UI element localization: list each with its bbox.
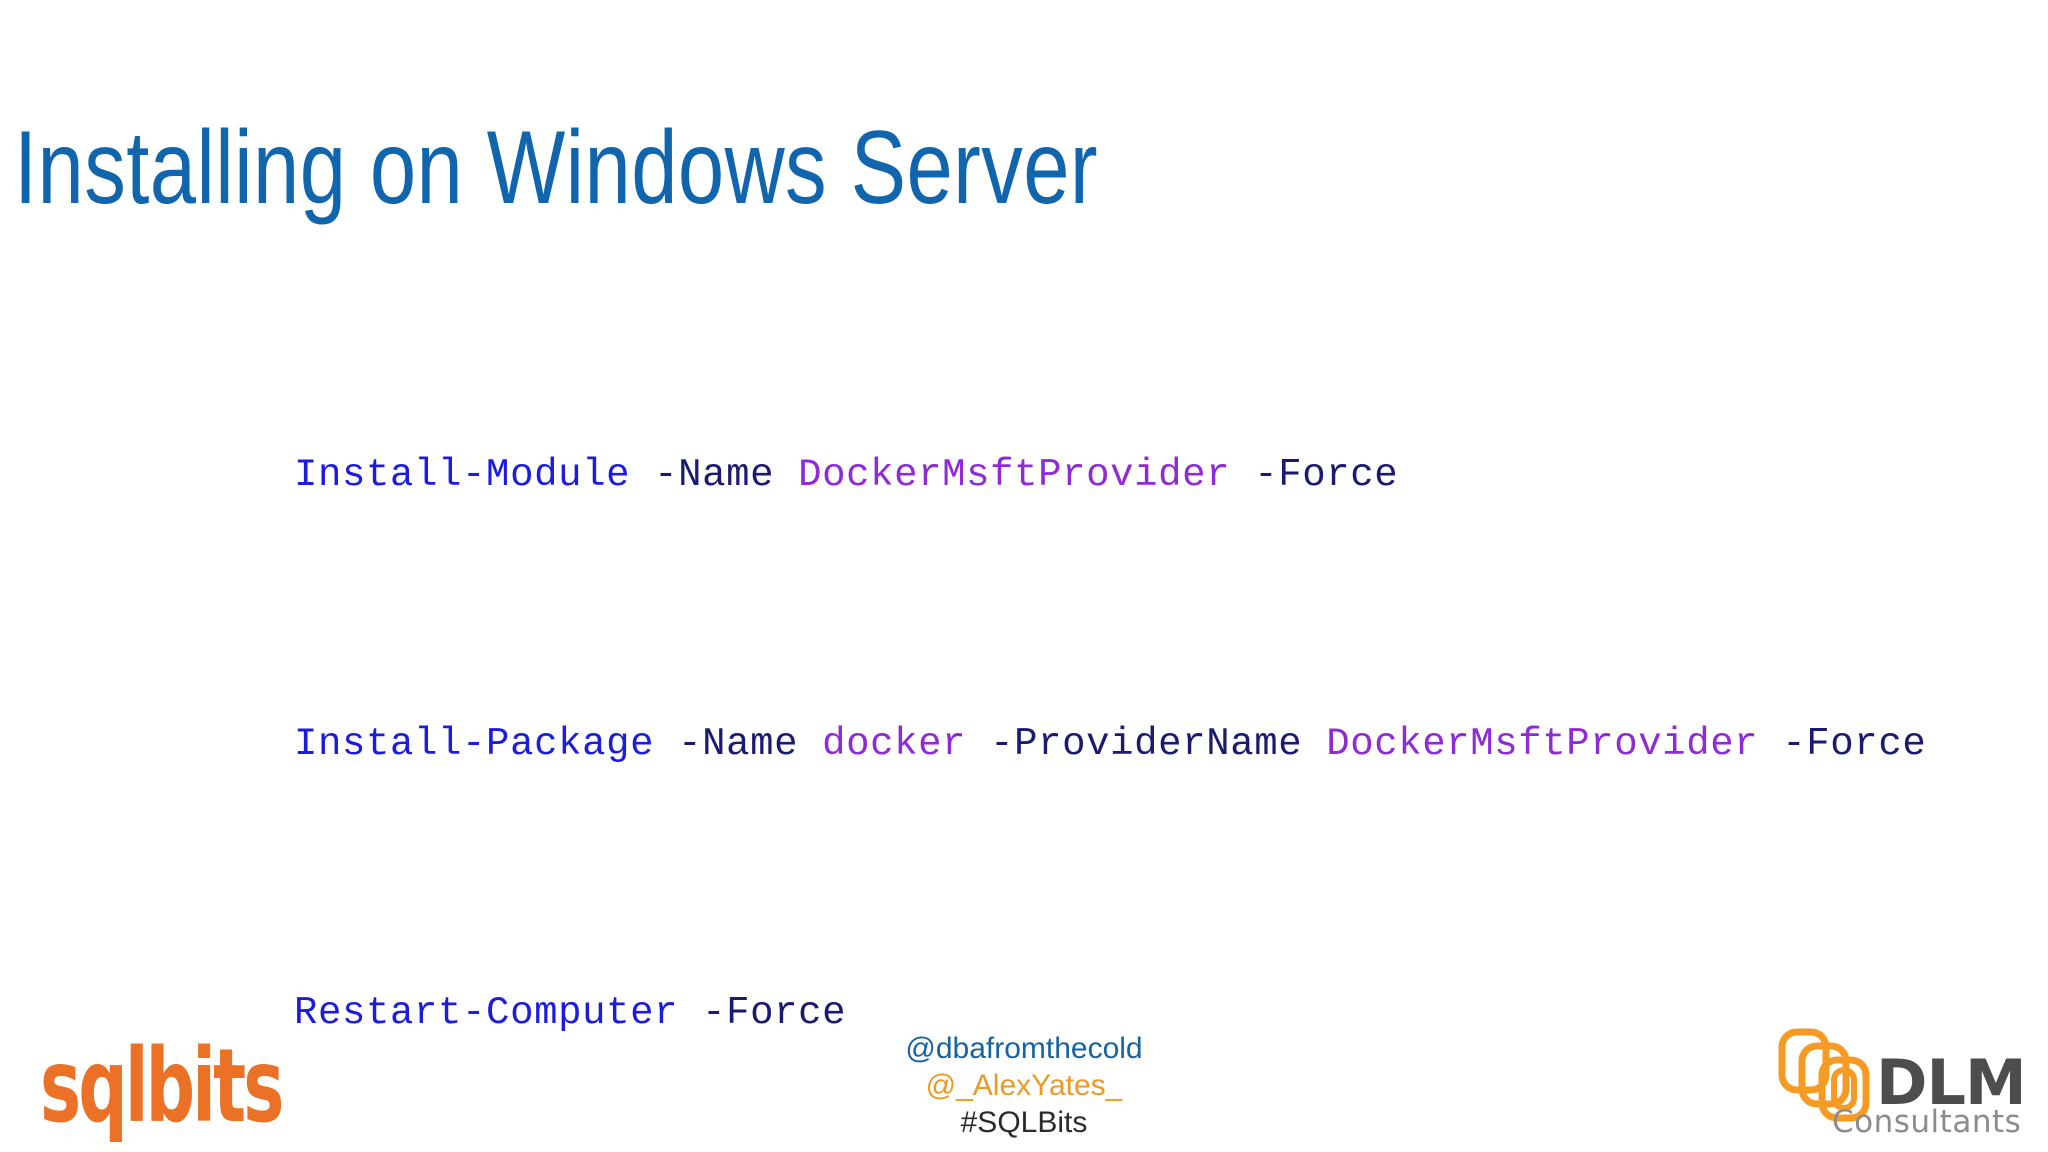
- code-token-value: docker: [822, 722, 967, 766]
- code-block: Install-Module -Name DockerMsftProvider …: [150, 406, 2010, 1082]
- code-token-parameter: -Name: [654, 722, 823, 766]
- code-token-parameter: -Force: [1230, 453, 1399, 497]
- dlm-primary-text: DLM: [1876, 1046, 2026, 1119]
- code-token-cmdlet: Install-Package: [294, 722, 655, 766]
- twitter-handle-alexyates[interactable]: @_AlexYates_: [925, 1069, 1123, 1102]
- sqlbits-wordmark: sqlbits: [40, 1026, 284, 1146]
- code-token-parameter: -Force: [1758, 722, 1927, 766]
- database-inner-capsule-icon: [1831, 1067, 1857, 1111]
- code-token-parameter: -Name: [630, 453, 799, 497]
- sqlbits-logo: sqlbits: [40, 1035, 310, 1137]
- database-stack-icon: [1778, 1028, 1870, 1122]
- code-line: Install-Module -Name DockerMsftProvider …: [150, 406, 2010, 544]
- code-token-cmdlet: Install-Module: [294, 453, 631, 497]
- dlm-secondary-text: Consultants: [1832, 1104, 2021, 1136]
- dlm-consultants-logo: DLM Consultants: [1776, 1026, 2032, 1136]
- footer-social-block: @dbafromthecold @_AlexYates_ #SQLBits: [0, 1030, 2048, 1141]
- code-token-cmdlet: Restart-Computer: [294, 991, 679, 1035]
- twitter-handle-dbafromthecold[interactable]: @dbafromthecold: [905, 1032, 1143, 1065]
- dlm-logo-svg: DLM Consultants: [1778, 1028, 2027, 1136]
- code-token-parameter: -Force: [678, 991, 847, 1035]
- code-line: Restart-Computer -Force: [150, 944, 2010, 1082]
- hashtag-sqlbits: #SQLBits: [960, 1106, 1088, 1139]
- code-line: Install-Package -Name docker -ProviderNa…: [150, 675, 2010, 813]
- code-token-parameter: -ProviderName: [966, 722, 1327, 766]
- page-title: Installing on Windows Server: [14, 109, 1099, 226]
- code-token-value: DockerMsftProvider: [798, 453, 1231, 497]
- code-token-value: DockerMsftProvider: [1326, 722, 1759, 766]
